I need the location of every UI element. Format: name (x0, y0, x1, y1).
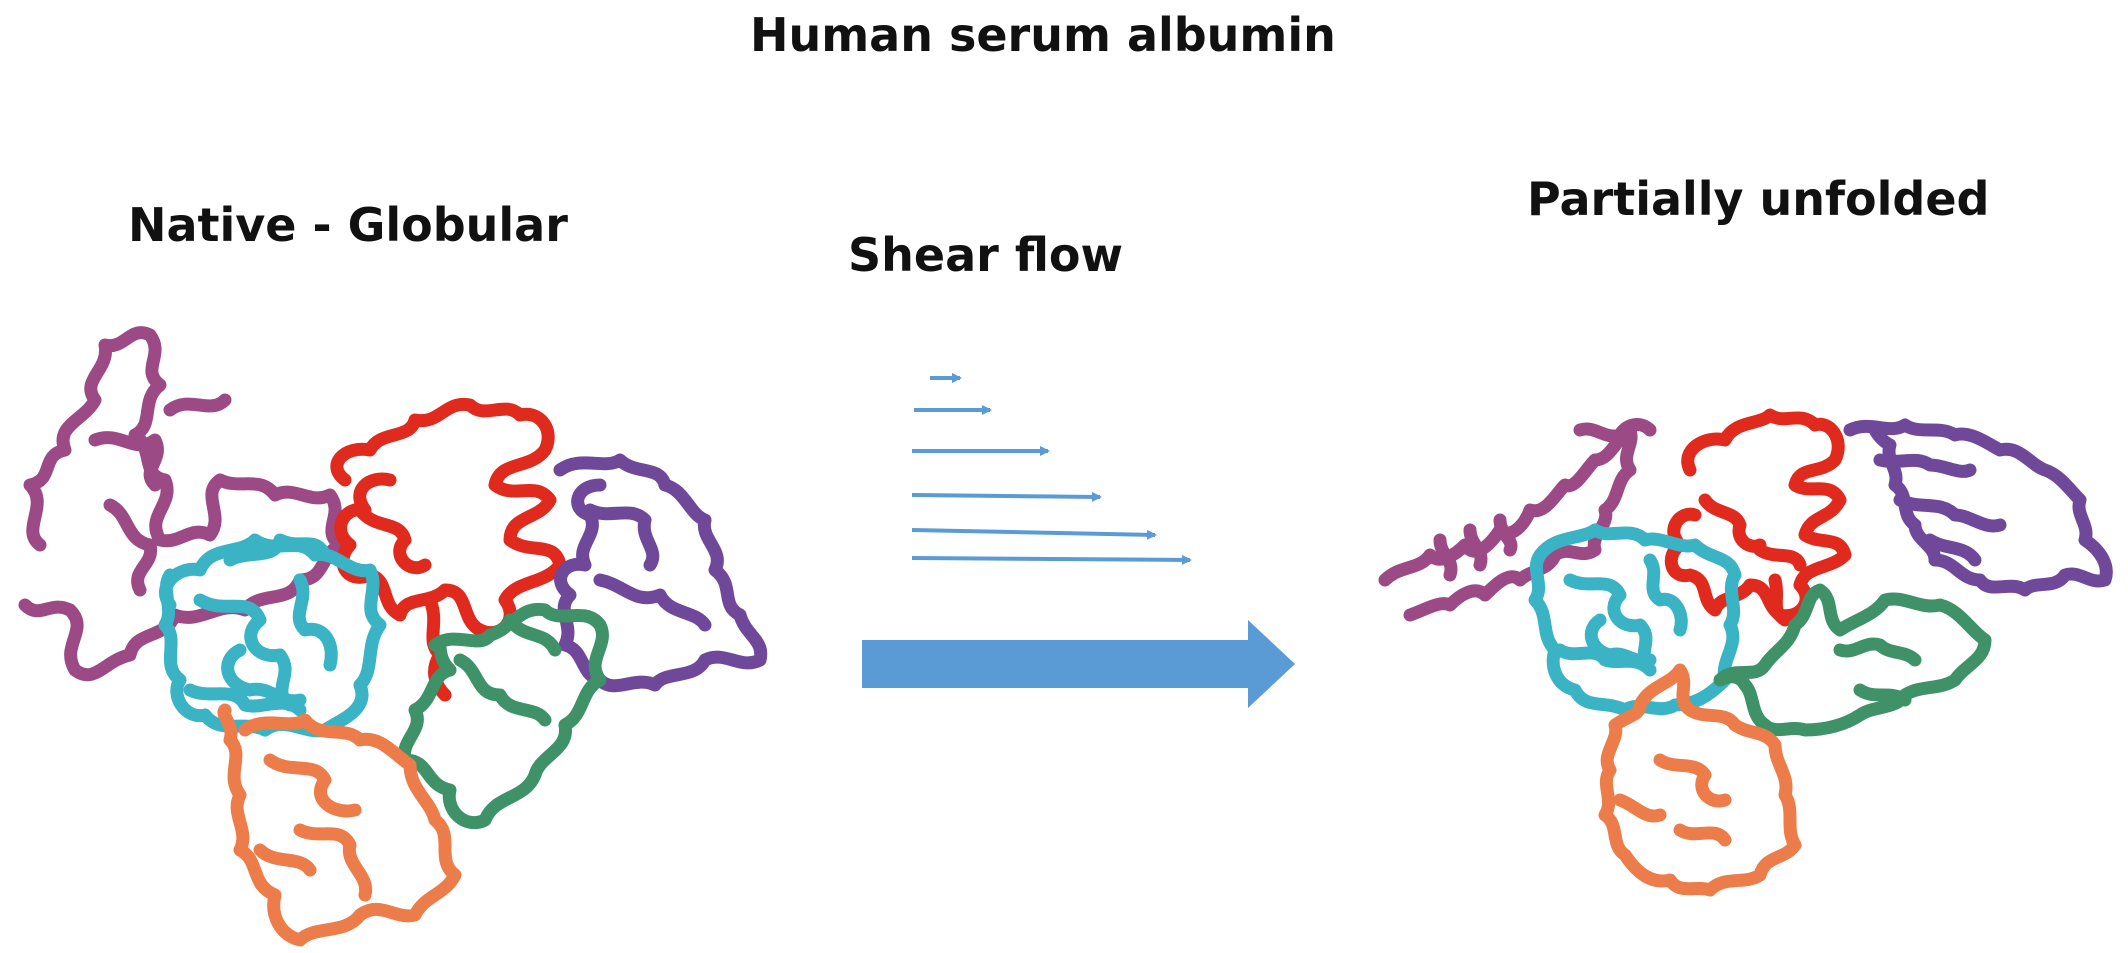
shear-arrow-6 (911, 554, 1192, 565)
shear-flow-arrows (911, 373, 1192, 565)
native-globular-label: Native - Globular (128, 198, 568, 252)
violet-domain (553, 453, 768, 693)
shear-flow-label: Shear flow (848, 228, 1124, 282)
unfolded-orange-domain (1598, 663, 1802, 897)
shear-arrow-5 (911, 528, 1157, 540)
diagram-title: Human serum albumin (750, 8, 1336, 62)
purple-domain (18, 326, 347, 682)
cyan-domain (158, 533, 387, 738)
unfolded-red-domain (1664, 408, 1852, 623)
unfolded-protein-structure (1378, 408, 2113, 897)
transition-arrow (862, 620, 1295, 708)
shear-arrow-4 (911, 491, 1102, 502)
unfolded-green-domain (1713, 583, 1992, 737)
partially-unfolded-label: Partially unfolded (1527, 172, 1990, 226)
orange-domain (217, 703, 462, 947)
native-protein-structure (18, 326, 768, 947)
green-domain (397, 602, 609, 830)
